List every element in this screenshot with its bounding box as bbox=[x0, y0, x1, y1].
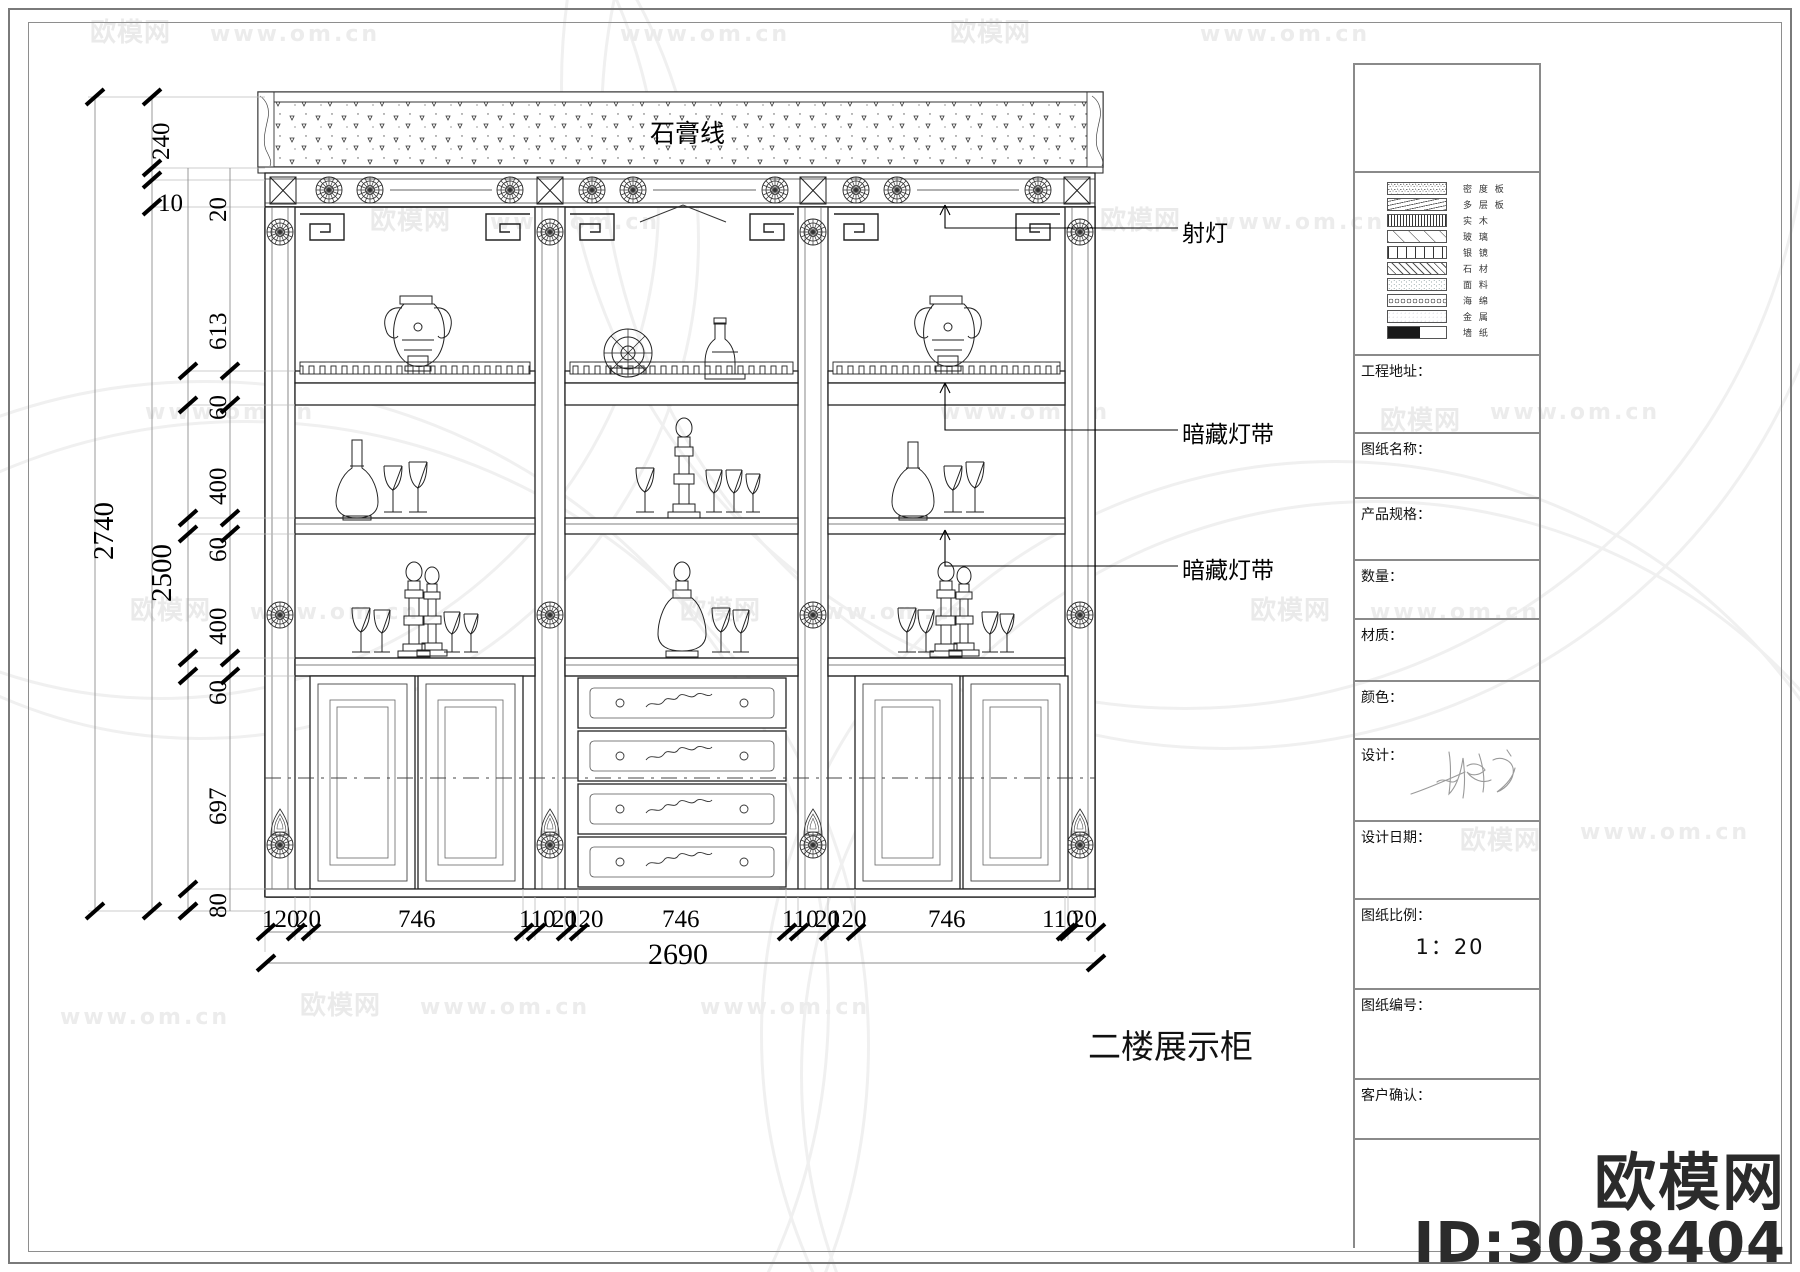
swatch-plywood bbox=[1387, 198, 1447, 211]
legend-item: 银 镜 bbox=[1355, 245, 1539, 260]
swatch-glass bbox=[1387, 230, 1447, 243]
dim-20: 20 bbox=[205, 197, 232, 222]
legend-item: 实 木 bbox=[1355, 213, 1539, 228]
dim-h-746-c: 746 bbox=[928, 906, 966, 933]
legend-item: 密 度 板 bbox=[1355, 181, 1539, 196]
dim-h-110-a: 110 bbox=[519, 906, 556, 933]
swatch-silver-mirror bbox=[1387, 246, 1447, 259]
legend-item: 多 层 板 bbox=[1355, 197, 1539, 212]
brand-stamp: 欧模网 bbox=[1593, 1146, 1786, 1219]
dim-80: 80 bbox=[205, 893, 232, 918]
legend-item: 玻 璃 bbox=[1355, 229, 1539, 244]
dim-overall-width: 2690 bbox=[648, 938, 708, 971]
field-project-address[interactable]: 工程地址： bbox=[1355, 356, 1539, 434]
legend-label: 玻 璃 bbox=[1463, 233, 1490, 243]
swatch-stone bbox=[1387, 262, 1447, 275]
title-block: 密 度 板 多 层 板 实 木 玻 璃 银 镜 bbox=[1353, 63, 1541, 1248]
dim-60-b: 60 bbox=[205, 537, 232, 562]
dim-60-c: 60 bbox=[205, 680, 232, 705]
legend-label: 海 绵 bbox=[1463, 297, 1490, 307]
swatch-density-board bbox=[1387, 182, 1447, 195]
field-designer[interactable]: 设计： bbox=[1355, 740, 1539, 822]
field-label: 图纸比例： bbox=[1361, 908, 1431, 924]
label-hidden-light-strip-2: 暗藏灯带 bbox=[1182, 558, 1274, 584]
field-product-spec[interactable]: 产品规格： bbox=[1355, 499, 1539, 561]
dim-400-b: 400 bbox=[205, 607, 232, 646]
field-drawing-name[interactable]: 图纸名称： bbox=[1355, 434, 1539, 499]
field-design-date[interactable]: 设计日期： bbox=[1355, 822, 1539, 900]
dim-h-120-c: 120 bbox=[829, 906, 867, 933]
field-label: 产品规格： bbox=[1361, 507, 1431, 523]
dim-h-120-a: 120 bbox=[262, 906, 300, 933]
dim-240: 240 bbox=[148, 122, 175, 161]
dim-697: 697 bbox=[205, 787, 232, 826]
dim-400-a: 400 bbox=[205, 467, 232, 506]
legend-item: 海 绵 bbox=[1355, 293, 1539, 308]
field-color[interactable]: 颜色： bbox=[1355, 682, 1539, 740]
drawing-title: 二楼展示柜 bbox=[1088, 1027, 1253, 1066]
material-legend: 密 度 板 多 层 板 实 木 玻 璃 银 镜 bbox=[1355, 173, 1539, 356]
dim-h-120-b: 120 bbox=[566, 906, 604, 933]
legend-item: 面 料 bbox=[1355, 277, 1539, 292]
brand-id-stamp: ID:3038404 bbox=[1413, 1211, 1786, 1272]
legend-item: 墙 纸 bbox=[1355, 325, 1539, 340]
label-hidden-light-strip-1: 暗藏灯带 bbox=[1182, 422, 1274, 448]
sheet-outer-border bbox=[8, 8, 1792, 1264]
dim-10: 10 bbox=[158, 190, 183, 217]
dim-613: 613 bbox=[205, 312, 232, 351]
dim-h-746-a: 746 bbox=[398, 906, 436, 933]
swatch-solid-wood bbox=[1387, 214, 1447, 227]
legend-label: 密 度 板 bbox=[1463, 185, 1506, 195]
legend-label: 实 木 bbox=[1463, 217, 1490, 227]
field-label: 材质： bbox=[1361, 628, 1403, 644]
field-material[interactable]: 材质： bbox=[1355, 620, 1539, 682]
legend-label: 金 属 bbox=[1463, 313, 1490, 323]
dim-h-20-a: 20 bbox=[296, 906, 321, 933]
title-block-top-blank bbox=[1355, 63, 1539, 173]
field-label: 颜色： bbox=[1361, 690, 1403, 706]
dim-h-20-d: 20 bbox=[1072, 906, 1097, 933]
legend-label: 多 层 板 bbox=[1463, 201, 1506, 211]
legend-label: 石 材 bbox=[1463, 265, 1490, 275]
scale-value: 1：20 bbox=[1415, 935, 1485, 959]
field-label: 图纸编号： bbox=[1361, 998, 1431, 1014]
field-drawing-scale[interactable]: 图纸比例： 1：20 bbox=[1355, 900, 1539, 990]
swatch-sponge bbox=[1387, 294, 1447, 307]
swatch-metal bbox=[1387, 310, 1447, 323]
dim-overall-height-inner: 2500 bbox=[146, 544, 178, 602]
field-label: 设计： bbox=[1361, 748, 1403, 764]
swatch-fabric bbox=[1387, 278, 1447, 291]
label-spotlight: 射灯 bbox=[1182, 221, 1228, 247]
field-quantity[interactable]: 数量： bbox=[1355, 561, 1539, 620]
label-gypsum-line: 石膏线 bbox=[650, 119, 726, 148]
dim-h-110-b: 110 bbox=[782, 906, 819, 933]
legend-label: 墙 纸 bbox=[1463, 329, 1490, 339]
dim-60-a: 60 bbox=[205, 395, 232, 420]
swatch-wallpaper bbox=[1387, 326, 1447, 339]
designer-signature bbox=[1410, 749, 1516, 799]
legend-item: 石 材 bbox=[1355, 261, 1539, 276]
dim-h-746-b: 746 bbox=[662, 906, 700, 933]
field-customer-confirm[interactable]: 客户确认： bbox=[1355, 1080, 1539, 1140]
legend-list: 密 度 板 多 层 板 实 木 玻 璃 银 镜 bbox=[1355, 173, 1539, 347]
field-label: 设计日期： bbox=[1361, 830, 1431, 846]
sheet-inner-border bbox=[28, 22, 1782, 1252]
legend-item: 金 属 bbox=[1355, 309, 1539, 324]
field-drawing-number[interactable]: 图纸编号： bbox=[1355, 990, 1539, 1080]
legend-label: 银 镜 bbox=[1463, 249, 1490, 259]
dim-overall-height-outer: 2740 bbox=[88, 502, 120, 560]
field-label: 客户确认： bbox=[1361, 1088, 1431, 1104]
field-label: 数量： bbox=[1361, 569, 1403, 585]
field-label: 图纸名称： bbox=[1361, 442, 1431, 458]
field-label: 工程地址： bbox=[1361, 364, 1431, 380]
legend-label: 面 料 bbox=[1463, 281, 1490, 291]
